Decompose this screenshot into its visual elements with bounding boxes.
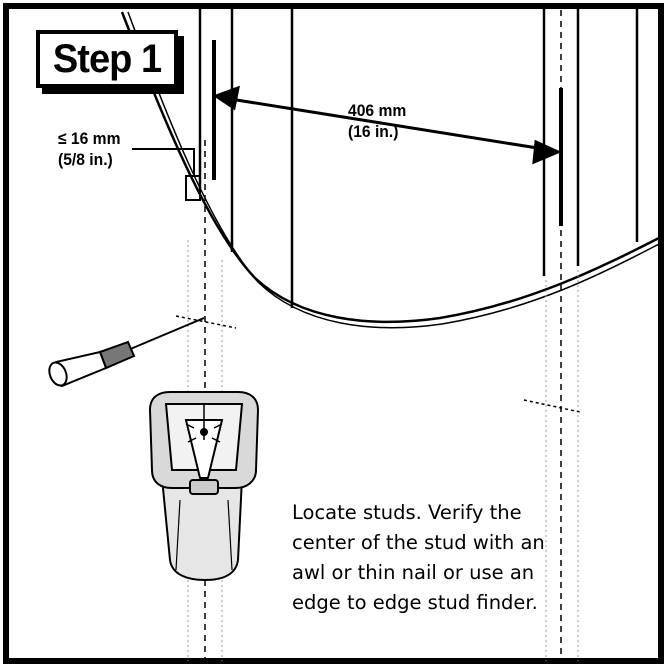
spacing-arrow — [212, 85, 562, 165]
wall-panels — [198, 8, 639, 308]
center-marks — [175, 315, 581, 413]
stud-finder-icon — [148, 391, 260, 582]
frame-border — [3, 3, 664, 664]
spacing-metric: 406 mm — [348, 101, 407, 120]
instruction-text: Locate studs. Verify the center of the s… — [292, 498, 632, 618]
instruction-line: awl or thin nail or use an — [292, 561, 535, 584]
awl-icon — [48, 317, 205, 388]
instruction-line: Locate studs. Verify the — [292, 501, 522, 524]
spacing-dimension-label: 406 mm (16 in.) — [348, 100, 406, 142]
offset-dimension-label: ≤ 16 mm (5/8 in.) — [58, 128, 120, 170]
spacing-imperial: (16 in.) — [348, 122, 399, 141]
offset-bracket — [132, 148, 201, 201]
instruction-line: center of the stud with an — [292, 531, 545, 554]
offset-imperial: (5/8 in.) — [58, 150, 113, 169]
instruction-line: edge to edge stud finder. — [292, 591, 538, 614]
step-label-box: Step 1 — [36, 30, 178, 88]
step-label: Step 1 — [52, 36, 162, 81]
offset-metric: ≤ 16 mm — [58, 129, 121, 148]
drywall-edge-inner — [127, 11, 660, 329]
